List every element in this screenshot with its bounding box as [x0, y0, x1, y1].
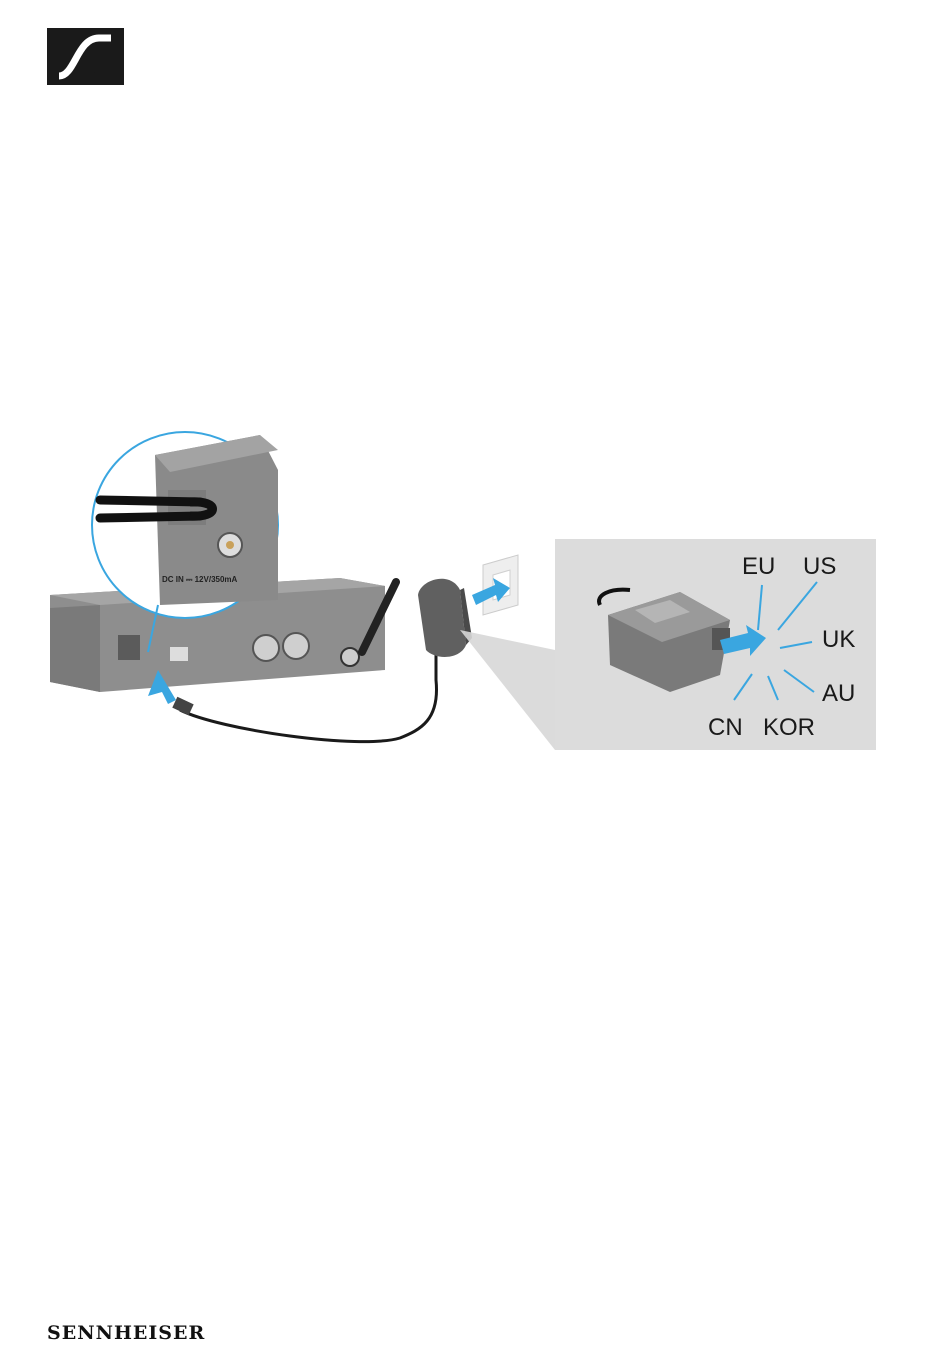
region-label-kor: KOR	[763, 714, 815, 741]
power-adapter	[418, 579, 472, 657]
region-label-au: AU	[822, 680, 855, 707]
power-supply-illustration: DC IN ⎓ 12V/350mA EU	[40, 420, 890, 760]
sennheiser-logo-icon	[47, 28, 124, 85]
dc-in-label: DC IN ⎓ 12V/350mA	[162, 575, 238, 584]
region-label-eu: EU	[742, 553, 775, 580]
region-label-uk: UK	[822, 626, 855, 653]
region-label-us: US	[803, 553, 836, 580]
brand-wordmark: SENNHEISER	[47, 1322, 205, 1344]
region-adapter-inset: EU US UK AU CN KOR	[555, 539, 876, 750]
region-label-cn: CN	[708, 714, 743, 741]
